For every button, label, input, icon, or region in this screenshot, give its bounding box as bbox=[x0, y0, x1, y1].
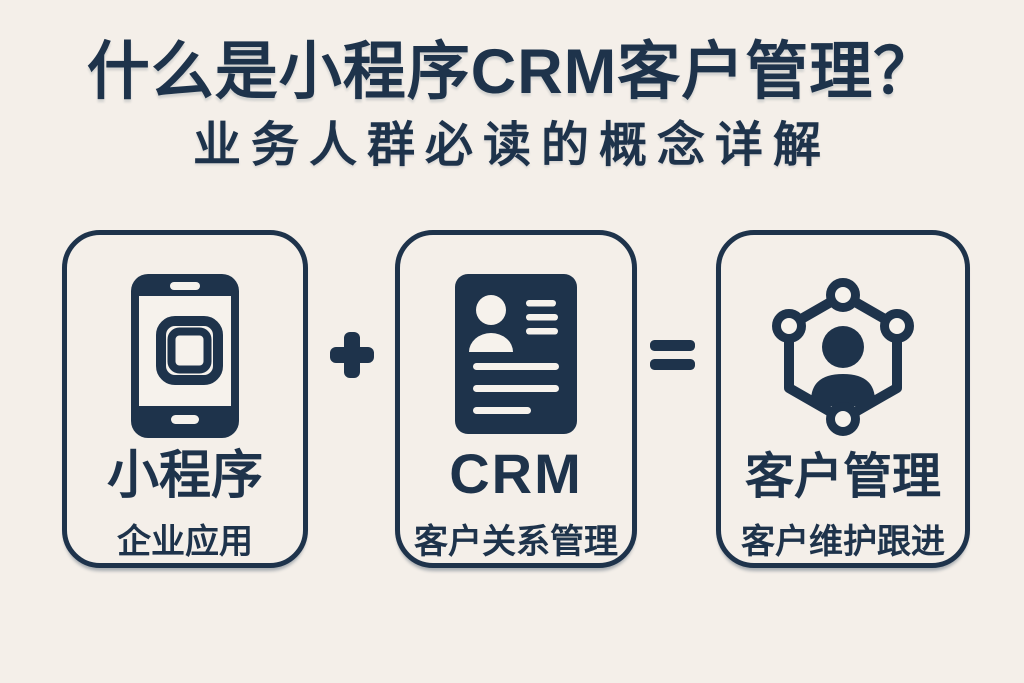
card-title-crm: CRM bbox=[449, 442, 583, 505]
card-title-mini-program: 小程序 bbox=[106, 447, 263, 505]
contact-card-icon bbox=[455, 261, 577, 446]
card-customer-management: 客户管理 客户维护跟进 bbox=[716, 230, 970, 568]
page-header: 什么是小程序CRM客户管理？ 业务人群必读的概念详解 bbox=[0, 36, 1024, 170]
page-title: 什么是小程序CRM客户管理？ bbox=[86, 37, 938, 107]
card-crm: CRM 客户关系管理 bbox=[395, 230, 637, 568]
card-subtitle-crm: 客户关系管理 bbox=[414, 523, 618, 561]
equals-icon bbox=[650, 340, 695, 375]
customer-network-icon bbox=[768, 261, 918, 453]
card-subtitle-customer-management: 客户维护跟进 bbox=[741, 523, 945, 561]
card-subtitle-mini-program: 企业应用 bbox=[117, 523, 253, 561]
smartphone-icon bbox=[131, 261, 239, 450]
page-subtitle: 业务人群必读的概念详解 bbox=[192, 119, 831, 173]
card-mini-program: 小程序 企业应用 bbox=[62, 230, 308, 568]
plus-icon bbox=[330, 332, 374, 383]
card-title-customer-management: 客户管理 bbox=[744, 450, 941, 504]
